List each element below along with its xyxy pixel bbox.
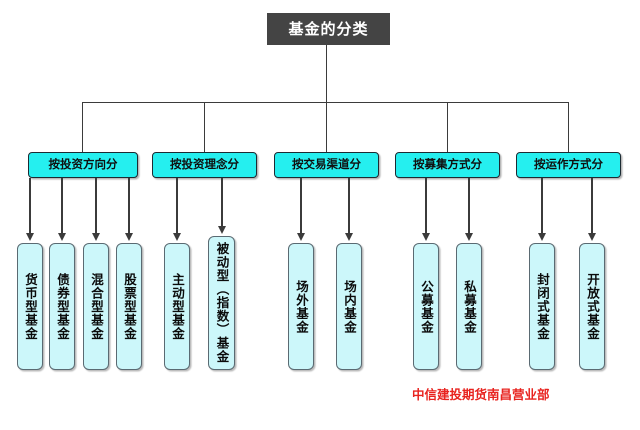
leaf-node-closed-end-fund[interactable]: 封闭式基金 bbox=[529, 243, 555, 370]
arrow-line-to-private-fund bbox=[468, 178, 470, 235]
arrow-head-to-active-fund bbox=[172, 233, 181, 241]
arrow-head-to-open-end-fund bbox=[587, 233, 596, 241]
category-node-fundraising-method[interactable]: 按募集方式分 bbox=[395, 152, 500, 178]
root-node-label: 基金的分类 bbox=[288, 19, 369, 38]
connector-root-stem bbox=[326, 45, 328, 102]
arrow-head-to-exchange-traded-fund bbox=[344, 233, 353, 241]
leaf-label: 封闭式基金 bbox=[535, 272, 550, 341]
connector-bus-to-category-3 bbox=[326, 102, 328, 152]
arrow-line-to-public-fund bbox=[425, 178, 427, 235]
arrow-head-to-hybrid-fund bbox=[91, 233, 100, 241]
connector-bus-to-category-1 bbox=[82, 102, 84, 152]
arrow-line-to-active-fund bbox=[176, 178, 178, 235]
leaf-label: 主动型基金 bbox=[170, 272, 185, 341]
arrow-line-to-closed-end-fund bbox=[541, 178, 543, 235]
arrow-line-to-bond-fund bbox=[61, 178, 63, 235]
connector-bus-to-category-5 bbox=[568, 102, 570, 152]
category-node-investment-direction[interactable]: 按投资方向分 bbox=[28, 152, 138, 178]
arrow-head-to-passive-index-fund bbox=[217, 226, 226, 234]
category-label: 按募集方式分 bbox=[413, 157, 482, 172]
category-node-trading-channel[interactable]: 按交易渠道分 bbox=[274, 152, 379, 178]
arrow-line-to-otc-fund bbox=[300, 178, 302, 235]
leaf-node-private-fund[interactable]: 私募基金 bbox=[456, 243, 482, 370]
leaf-label: 股票型基金 bbox=[122, 272, 137, 341]
category-node-investment-philosophy[interactable]: 按投资理念分 bbox=[152, 152, 257, 178]
connector-bus-to-category-4 bbox=[447, 102, 449, 152]
arrow-head-to-private-fund bbox=[464, 233, 473, 241]
leaf-node-public-fund[interactable]: 公募基金 bbox=[413, 243, 439, 370]
leaf-label: 场内基金 bbox=[342, 279, 357, 334]
arrow-head-to-bond-fund bbox=[57, 233, 66, 241]
root-node-fund-classification: 基金的分类 bbox=[267, 13, 390, 45]
arrow-line-to-hybrid-fund bbox=[95, 178, 97, 235]
leaf-node-exchange-traded-fund[interactable]: 场内基金 bbox=[336, 243, 362, 370]
connector-bus-to-category-2 bbox=[204, 102, 206, 152]
leaf-label: 被动型（指数）基金 bbox=[214, 242, 230, 364]
watermark-branch-name: 中信建投期货南昌营业部 bbox=[412, 387, 550, 402]
leaf-node-currency-fund[interactable]: 货币型基金 bbox=[17, 243, 43, 370]
arrow-head-to-closed-end-fund bbox=[537, 233, 546, 241]
leaf-node-bond-fund[interactable]: 债券型基金 bbox=[49, 243, 75, 370]
category-label: 按投资理念分 bbox=[170, 157, 239, 172]
leaf-node-active-fund[interactable]: 主动型基金 bbox=[164, 243, 190, 370]
leaf-node-otc-fund[interactable]: 场外基金 bbox=[288, 243, 314, 370]
category-node-operation-method[interactable]: 按运作方式分 bbox=[516, 152, 621, 178]
leaf-label: 货币型基金 bbox=[23, 272, 38, 341]
arrow-head-to-currency-fund bbox=[25, 233, 34, 241]
leaf-label: 场外基金 bbox=[294, 279, 309, 334]
arrow-line-to-open-end-fund bbox=[591, 178, 593, 235]
category-label: 按交易渠道分 bbox=[292, 157, 361, 172]
category-label: 按投资方向分 bbox=[48, 157, 118, 172]
leaf-node-equity-fund[interactable]: 股票型基金 bbox=[116, 243, 142, 370]
arrow-head-to-equity-fund bbox=[124, 233, 133, 241]
arrow-line-to-currency-fund bbox=[29, 178, 31, 235]
leaf-label: 私募基金 bbox=[462, 279, 477, 334]
leaf-label: 债券型基金 bbox=[55, 272, 70, 341]
arrow-line-to-passive-index-fund bbox=[221, 178, 223, 228]
leaf-node-passive-index-fund[interactable]: 被动型（指数）基金 bbox=[208, 236, 235, 370]
leaf-label: 开放式基金 bbox=[585, 272, 600, 341]
category-label: 按运作方式分 bbox=[534, 157, 603, 172]
leaf-label: 公募基金 bbox=[419, 279, 434, 334]
connector-category-bus bbox=[82, 102, 569, 104]
leaf-node-hybrid-fund[interactable]: 混合型基金 bbox=[83, 243, 109, 370]
leaf-label: 混合型基金 bbox=[89, 272, 104, 341]
arrow-head-to-otc-fund bbox=[296, 233, 305, 241]
arrow-line-to-exchange-traded-fund bbox=[348, 178, 350, 235]
arrow-line-to-equity-fund bbox=[128, 178, 130, 235]
leaf-node-open-end-fund[interactable]: 开放式基金 bbox=[579, 243, 605, 370]
arrow-head-to-public-fund bbox=[421, 233, 430, 241]
